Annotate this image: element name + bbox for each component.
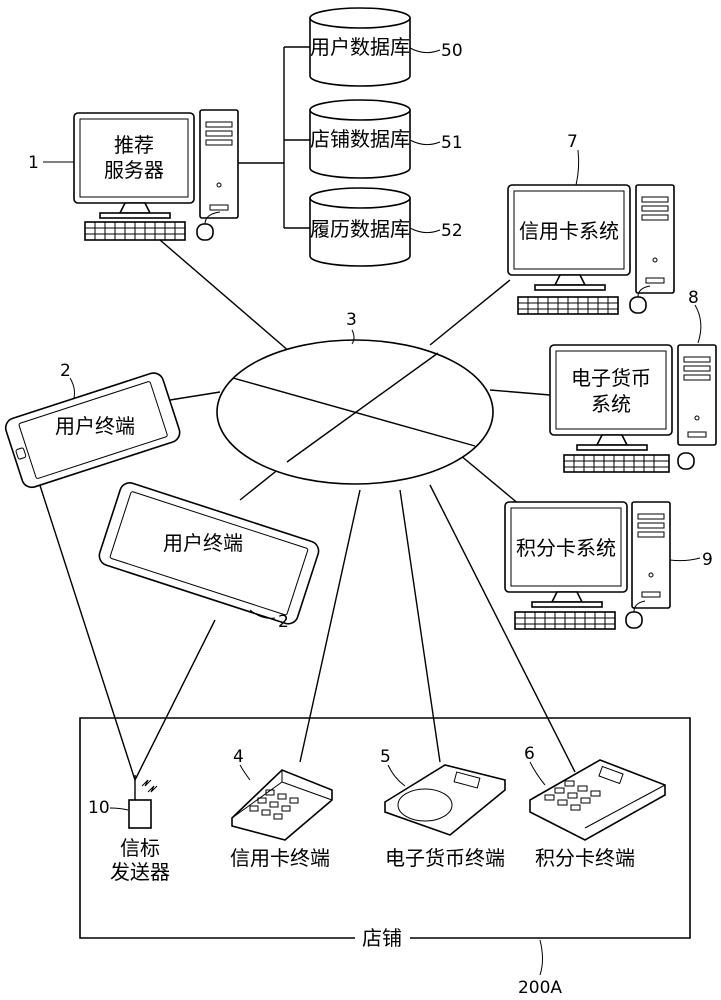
user-terminal-2-ref: 2	[278, 612, 289, 632]
network-ref: 3	[346, 310, 357, 330]
point-card-terminal: 积分卡终端 6	[524, 744, 666, 870]
credit-card-terminal: 信用卡终端 4	[230, 747, 333, 870]
credit-card-system: 信用卡系统 7	[507, 132, 675, 315]
server-ref: 1	[28, 153, 39, 173]
user-terminal-1: 用户终端 2	[4, 361, 181, 489]
emoney-terminal: 电子货币终端 5	[380, 747, 506, 870]
store-label: 店铺	[362, 926, 402, 950]
store: 店铺 200A	[79, 717, 691, 998]
database-history: 履历数据库 52	[309, 187, 463, 267]
beacon-label-line2: 发送器	[110, 860, 170, 884]
emoney-system-label-line1: 电子货币	[571, 366, 651, 390]
database-history-ref: 52	[441, 221, 463, 241]
credit-system-label: 信用卡系统	[519, 219, 619, 243]
network: 3	[216, 310, 494, 485]
point-card-system: 积分卡系统 9	[504, 501, 713, 630]
beacon-ref: 10	[88, 798, 110, 818]
credit-terminal-ref: 4	[233, 747, 244, 767]
emoney-terminal-label: 电子货币终端	[385, 846, 505, 870]
emoney-terminal-ref: 5	[380, 747, 391, 767]
database-history-label: 履历数据库	[310, 217, 410, 241]
recommendation-server: 推荐 服务器 1	[28, 109, 239, 241]
database-store-label: 店铺数据库	[310, 127, 410, 151]
emoney-system-ref: 8	[688, 288, 699, 308]
server-label-line2: 服务器	[104, 158, 164, 182]
store-ref: 200A	[518, 978, 562, 998]
database-user-ref: 50	[441, 41, 463, 61]
user-terminal-2-label: 用户终端	[163, 531, 243, 555]
database-store: 店铺数据库 51	[309, 99, 463, 179]
connection-lines	[34, 46, 576, 781]
point-terminal-label: 积分卡终端	[535, 846, 635, 870]
point-system-label: 积分卡系统	[516, 536, 616, 560]
emoney-system-label-line2: 系统	[591, 392, 631, 416]
emoney-system: 电子货币 系统 8	[549, 288, 717, 473]
server-label-line1: 推荐	[114, 133, 154, 157]
user-terminal-1-label: 用户终端	[55, 414, 135, 438]
credit-terminal-label: 信用卡终端	[230, 846, 330, 870]
database-user: 用户数据库 50	[309, 7, 463, 87]
beacon-transmitter: 信标 发送器 10	[88, 775, 170, 884]
point-terminal-ref: 6	[524, 744, 535, 764]
beacon-label-line1: 信标	[120, 836, 160, 860]
point-system-ref: 9	[702, 550, 713, 570]
user-terminal-2: 用户终端 2	[98, 482, 320, 632]
user-terminal-1-ref: 2	[60, 361, 71, 381]
credit-system-ref: 7	[567, 132, 578, 152]
database-store-ref: 51	[441, 133, 463, 153]
database-user-label: 用户数据库	[310, 35, 410, 59]
